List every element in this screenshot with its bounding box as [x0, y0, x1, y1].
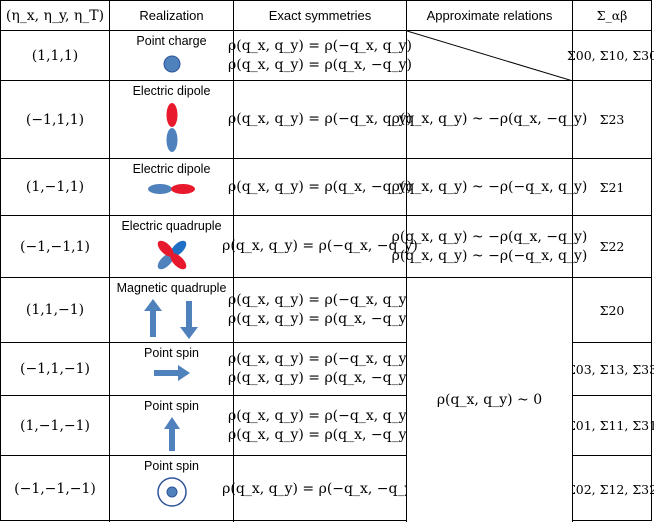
- quadrupole-icon: [157, 240, 186, 270]
- header-realization: Realization: [110, 1, 234, 30]
- approx-eq: ρ(q_x, q_y) ~ −ρ(−q_x, q_y): [391, 178, 588, 195]
- realization-title: Point spin: [144, 399, 199, 413]
- exact-eq: ρ(q_x, q_y) = ρ(q_x, −q_y): [228, 178, 412, 195]
- table-row: (1,−1,1) Electric dipole ρ(q_x, q_y) = ρ…: [1, 159, 651, 216]
- exact-cell: ρ(q_x, q_y) = ρ(−q_x, q_y): [228, 81, 412, 158]
- sigma-cell: Σ00, Σ10, Σ30: [567, 31, 654, 80]
- realization-cell: Point spin: [110, 456, 234, 522]
- eta-cell: (−1,1,1): [1, 81, 110, 158]
- approx-cell: ρ(q_x, q_y) ~ −ρ(q_x, −q_y): [392, 81, 587, 158]
- sigma-value: Σ23: [599, 112, 625, 127]
- exact-eq: ρ(q_x, q_y) = ρ(−q_x, q_y): [228, 407, 412, 424]
- realization-cell: Electric dipole: [110, 81, 234, 158]
- sigma-cell: Σ20: [573, 278, 651, 342]
- exact-cell: ρ(q_x, q_y) = ρ(q_x, −q_y): [228, 159, 412, 215]
- exact-eq: ρ(q_x, q_y) = ρ(−q_x, q_y): [228, 351, 412, 367]
- sigma-cell: Σ21: [573, 159, 651, 215]
- header-eta: (η_x, η_y, η_T): [1, 1, 110, 30]
- realization-cell: Point charge: [110, 31, 234, 80]
- sigma-cell: Σ22: [573, 216, 651, 277]
- realization-title: Electric dipole: [132, 84, 211, 98]
- eta-cell: (1,−1,−1): [1, 396, 110, 455]
- header-row: (η_x, η_y, η_T) Realization Exact symmet…: [1, 1, 651, 31]
- sigma-value: Σ21: [599, 179, 625, 195]
- up-down-arrows-icon: [143, 299, 198, 339]
- sigma-cell: Σ03, Σ13, Σ33: [567, 343, 654, 395]
- realization-cell: Point spin: [110, 343, 234, 395]
- exact-cell: ρ(q_x, q_y) = ρ(−q_x, q_y) ρ(q_x, q_y) =…: [228, 396, 412, 455]
- empty-cell-diagonal: [407, 31, 573, 81]
- table-row: (−1,−1,1) Electric quadruple ρ(q_x, q_y)…: [1, 216, 651, 278]
- table-row: (1,−1,−1) Point spin ρ(q_x, q_y) = ρ(−q_…: [1, 396, 654, 456]
- sigma-cell: Σ02, Σ12, Σ32: [567, 456, 654, 522]
- realization-cell: Point spin: [110, 396, 234, 455]
- exact-eq: ρ(q_x, q_y) = ρ(−q_x, q_y): [228, 292, 412, 308]
- exact-eq: ρ(q_x, q_y) = ρ(q_x, −q_y): [228, 56, 412, 73]
- approx-eq: ρ(q_x, q_y) ~ −ρ(q_x, −q_y): [391, 228, 588, 245]
- exact-cell: ρ(q_x, q_y) = ρ(−q_x, −q_y): [222, 216, 418, 277]
- header-exact: Exact symmetries: [234, 1, 407, 30]
- realization-cell: Electric quadruple: [110, 216, 234, 277]
- approx-cell: ρ(q_x, q_y) ~ −ρ(q_x, −q_y) ρ(q_x, q_y) …: [392, 216, 587, 277]
- exact-eq: ρ(q_x, q_y) = ρ(−q_x, q_y): [228, 111, 412, 127]
- header-approx: Approximate relations: [407, 1, 573, 30]
- sigma-value: Σ22: [599, 239, 625, 254]
- sigma-value: Σ02, Σ12, Σ32: [566, 481, 654, 497]
- realization-title: Magnetic quadruple: [116, 281, 227, 295]
- realization-title: Electric dipole: [132, 162, 211, 176]
- realization-title: Point spin: [144, 346, 199, 360]
- header-sigma: Σ_αβ: [596, 8, 628, 23]
- exact-eq: ρ(q_x, q_y) = ρ(−q_x, q_y): [228, 37, 412, 54]
- table-row: (−1,1,1) Electric dipole ρ(q_x, q_y) = ρ…: [1, 81, 651, 159]
- merged-approx-cell: ρ(q_x, q_y) ~ 0: [407, 278, 573, 522]
- approx-eq: ρ(q_x, q_y) ~ −ρ(q_x, −q_y): [391, 111, 588, 127]
- realization-cell: Electric dipole: [110, 159, 234, 215]
- exact-cell: ρ(q_x, q_y) = ρ(−q_x, q_y) ρ(q_x, q_y) =…: [228, 278, 412, 342]
- table-row: (1,1,−1) Magnetic quadruple ρ(q_x, q_y) …: [1, 278, 651, 343]
- realization-title: Point charge: [136, 34, 207, 48]
- sigma-value: Σ01, Σ11, Σ31: [566, 418, 654, 433]
- exact-eq: ρ(q_x, q_y) = ρ(q_x, −q_y): [228, 311, 412, 327]
- exact-eq: ρ(q_x, q_y) = ρ(q_x, −q_y): [228, 426, 412, 443]
- table-row: (1,1,1) Point charge ρ(q_x, q_y) = ρ(−q_…: [1, 31, 654, 81]
- point-charge-icon: [163, 55, 180, 73]
- approx-cell: [407, 31, 573, 80]
- out-of-plane-spin-icon: [156, 477, 187, 507]
- right-arrow-icon: [153, 365, 190, 381]
- exact-cell: ρ(q_x, q_y) = ρ(−q_x, −q_y): [222, 456, 418, 522]
- horizontal-dipole-icon: [147, 184, 195, 194]
- table-row: (−1,1,−1) Point spin ρ(q_x, q_y) = ρ(−q_…: [1, 343, 654, 396]
- approx-eq: ρ(q_x, q_y) ~ −ρ(−q_x, q_y): [391, 247, 588, 264]
- exact-eq: ρ(q_x, q_y) = ρ(−q_x, −q_y): [222, 238, 418, 254]
- table-row: (−1,−1,−1) Point spin ρ(q_x, q_y) = ρ(−q…: [1, 456, 654, 522]
- approx-eq: ρ(q_x, q_y) ~ 0: [436, 391, 543, 408]
- eta-cell: (1,1,1): [1, 31, 110, 80]
- up-arrow-icon: [163, 417, 180, 451]
- eta-cell: (1,−1,1): [1, 159, 110, 215]
- sigma-value: Σ03, Σ13, Σ33: [566, 361, 654, 377]
- vertical-dipole-icon: [166, 103, 177, 152]
- realization-cell: Magnetic quadruple: [110, 278, 234, 342]
- eta-cell: (−1,1,−1): [1, 343, 110, 395]
- exact-eq: ρ(q_x, q_y) = ρ(q_x, −q_y): [228, 370, 412, 386]
- sigma-cell: Σ01, Σ11, Σ31: [567, 396, 654, 455]
- sigma-cell: Σ23: [573, 81, 651, 158]
- eta-cell: (−1,−1,1): [1, 216, 110, 277]
- realization-title: Point spin: [144, 459, 199, 473]
- exact-eq: ρ(q_x, q_y) = ρ(−q_x, −q_y): [222, 480, 418, 497]
- eta-cell: (1,1,−1): [1, 278, 110, 342]
- sigma-value: Σ00, Σ10, Σ30: [566, 48, 654, 63]
- exact-cell: ρ(q_x, q_y) = ρ(−q_x, q_y) ρ(q_x, q_y) =…: [228, 31, 412, 80]
- sigma-value: Σ20: [599, 302, 625, 318]
- eta-cell: (−1,−1,−1): [1, 456, 110, 522]
- realization-title: Electric quadruple: [121, 219, 222, 233]
- exact-cell: ρ(q_x, q_y) = ρ(−q_x, q_y) ρ(q_x, q_y) =…: [228, 343, 412, 395]
- approx-cell: ρ(q_x, q_y) ~ −ρ(−q_x, q_y): [392, 159, 587, 215]
